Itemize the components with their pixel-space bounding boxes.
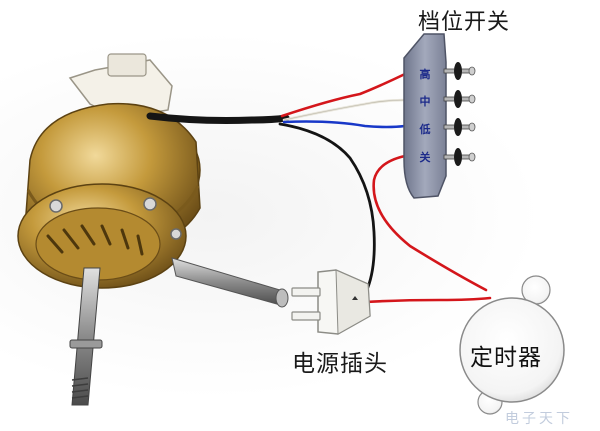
wire-red-plug-timer — [364, 296, 492, 304]
switch-position-mid: 中 — [419, 95, 431, 108]
motor-screw — [49, 199, 63, 213]
motor-shaft-thread — [71, 377, 89, 399]
motor-screw — [143, 197, 157, 211]
switch-position-off: 关 — [419, 151, 431, 164]
wire-white-mid-outline — [283, 99, 406, 121]
switch-title: 档位开关 — [418, 10, 511, 35]
watermark-text: 电子天下 — [505, 411, 573, 427]
wires — [146, 72, 492, 304]
switch-position-high: 高 — [419, 68, 431, 81]
speed-switch — [403, 33, 476, 199]
wire-blue-low — [282, 120, 407, 129]
motor-shaft — [71, 267, 101, 406]
fan-motor — [17, 53, 289, 406]
power-plug — [291, 269, 371, 335]
timer-title: 定时器 — [470, 345, 542, 371]
switch-button-high — [443, 62, 476, 80]
wire-red-high — [280, 72, 407, 118]
motor-mount-rod — [171, 257, 285, 307]
switch-button-mid — [443, 90, 476, 108]
switch-plate — [403, 33, 447, 199]
plug-body-shade — [335, 269, 371, 335]
switch-button-low — [443, 118, 476, 136]
motor-shaft-collar — [69, 339, 103, 349]
plug-pin-top — [291, 287, 321, 297]
timer — [459, 275, 565, 415]
wire-black-plug — [278, 122, 376, 294]
switch-position-low: 低 — [419, 123, 431, 136]
wire-bundle — [146, 112, 290, 124]
motor-vents — [46, 224, 144, 256]
plug-arrow-mark — [352, 296, 358, 300]
switch-button-off — [443, 148, 476, 166]
motor-mount-rod-end — [275, 288, 289, 308]
wire-red-off-timer — [372, 154, 488, 292]
plug-title: 电源插头 — [292, 351, 388, 377]
timer-body — [459, 297, 565, 403]
motor-capacitor-block — [107, 53, 147, 77]
motor-screw — [170, 228, 182, 240]
plug-pin-bottom — [291, 311, 321, 321]
